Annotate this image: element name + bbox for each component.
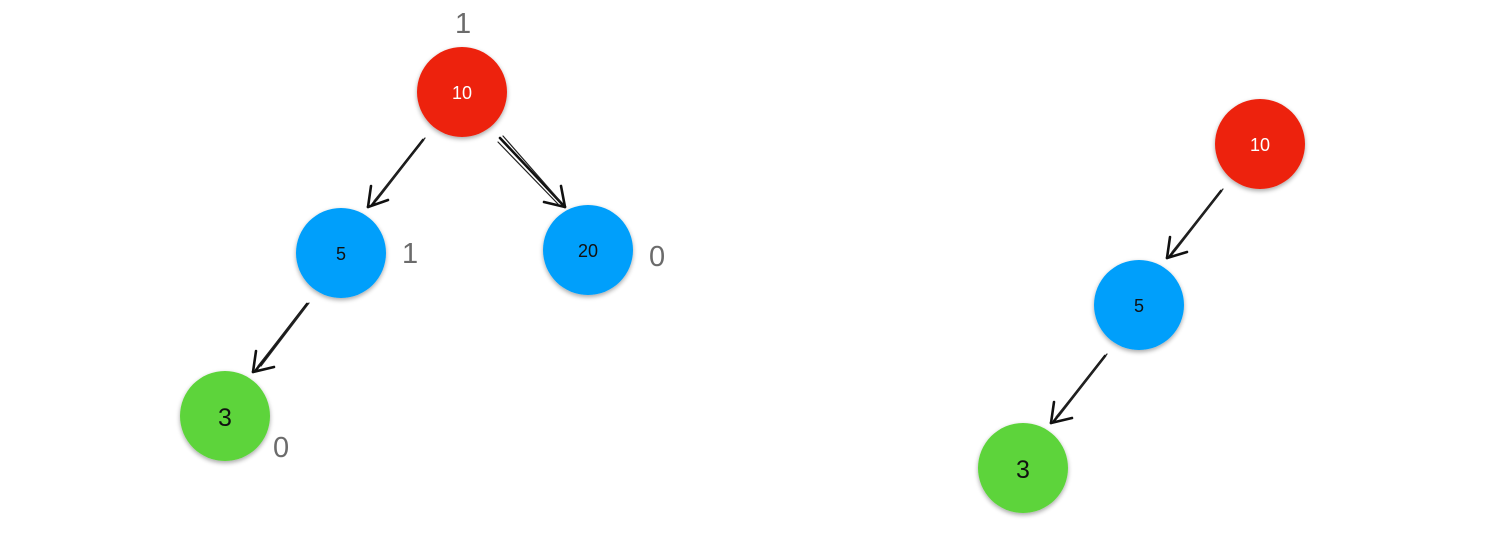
left-tree-node-5-circle: [296, 208, 386, 298]
right-tree: 10 5 3: [978, 99, 1305, 513]
right-tree-node-3-label: 3: [1016, 456, 1030, 484]
right-tree-edge-root-to-left: [1165, 188, 1224, 260]
right-tree-node-10-label: 10: [1250, 135, 1270, 155]
left-tree-node-10-circle: [417, 47, 507, 137]
left-tree: 10 5 20 3 1 1 0 0: [180, 8, 665, 464]
right-tree-node-3: 3: [978, 423, 1068, 513]
left-tree-node-10-label: 10: [452, 83, 472, 103]
left-tree-edge-left-to-leftleft: [251, 302, 310, 374]
left-tree-edge-root-to-left: [366, 137, 426, 209]
left-tree-node-20-label: 20: [578, 241, 598, 261]
right-tree-node-10: 10: [1215, 99, 1305, 189]
left-tree-node-5-annotation: 1: [402, 238, 418, 270]
left-tree-node-5: 5: [296, 208, 386, 298]
right-tree-node-5-circle: [1094, 260, 1184, 350]
right-tree-node-3-circle: [978, 423, 1068, 513]
right-tree-edge-left-to-leftleft: [1049, 353, 1108, 425]
left-tree-node-20-circle: [543, 205, 633, 295]
left-tree-edge-root-to-right: [497, 135, 567, 209]
left-tree-node-3-annotation: 0: [273, 432, 289, 464]
left-tree-node-10: 10: [417, 47, 507, 137]
left-tree-node-5-label: 5: [336, 244, 346, 264]
left-tree-node-20: 20: [543, 205, 633, 295]
right-tree-node-5: 5: [1094, 260, 1184, 350]
left-tree-node-10-annotation: 1: [455, 8, 471, 40]
left-tree-node-3-circle: [180, 371, 270, 461]
right-tree-node-10-circle: [1215, 99, 1305, 189]
right-tree-node-5-label: 5: [1134, 296, 1144, 316]
left-tree-node-20-annotation: 0: [649, 241, 665, 273]
left-tree-node-3: 3: [180, 371, 270, 461]
left-tree-node-3-label: 3: [218, 404, 232, 432]
